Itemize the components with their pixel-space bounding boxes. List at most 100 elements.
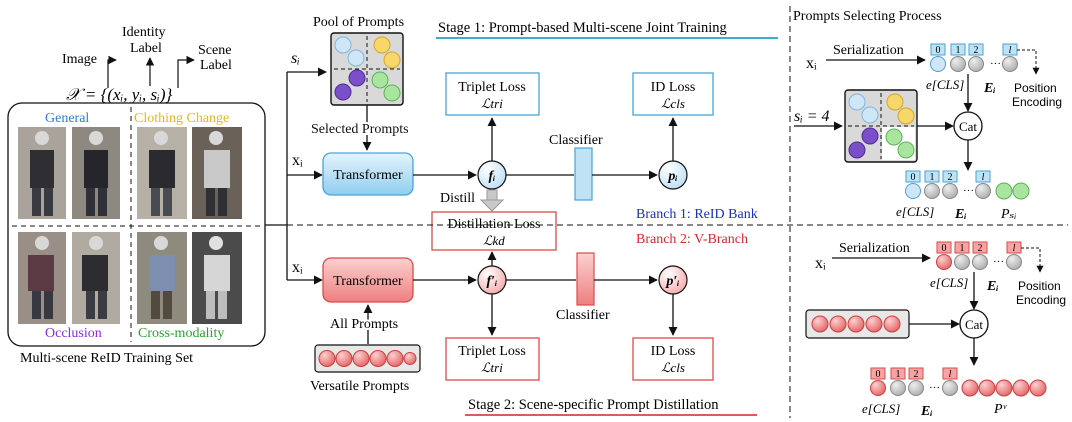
cat-node-2: Cat: [959, 309, 989, 339]
svg-text:ℒcls: ℒcls: [661, 360, 685, 375]
pool-of-prompts: [330, 32, 404, 106]
scene-occlusion: Occlusion: [45, 326, 102, 341]
right-panel-title: Prompts Selecting Process: [793, 9, 942, 24]
svg-text:1: 1: [956, 45, 961, 56]
general-photo-1: [18, 127, 66, 219]
cross-modality-photo-2: [192, 232, 242, 324]
svg-text:1: 1: [960, 243, 965, 254]
encoding-label-2: Encoding: [1016, 293, 1066, 307]
versatile-prompts-right: [805, 309, 910, 339]
id-loss-box-2: ID Loss ℒcls: [632, 337, 714, 381]
position-label-2: Position: [1018, 279, 1061, 293]
distill-label: Distill: [440, 191, 475, 206]
versatile-prompts: [314, 344, 421, 373]
svg-text:2: 2: [978, 243, 983, 254]
svg-text:f′ᵢ: f′ᵢ: [487, 274, 498, 289]
svg-text:Triplet Loss: Triplet Loss: [458, 80, 526, 95]
image-label: Image: [62, 52, 97, 67]
identity-label-line1: Identity: [122, 25, 166, 40]
stage1-title: Stage 1: Prompt-based Multi-scene Joint …: [438, 20, 727, 36]
svg-text:ID Loss: ID Loss: [651, 80, 696, 95]
cross-modality-photo-1: [137, 232, 187, 324]
svg-text:2: 2: [914, 369, 919, 380]
versatile-prompts-label: Versatile Prompts: [310, 379, 409, 394]
P-v-label: Pᵛ: [993, 402, 1008, 417]
svg-text:···: ···: [929, 382, 940, 394]
pool-title: Pool of Prompts: [313, 15, 404, 30]
classifier-1: [574, 147, 593, 201]
scene-label-line1: Scene: [198, 43, 231, 58]
scene-clothing-change: Clothing Change: [134, 111, 229, 126]
feature-node-f: fᵢ: [477, 160, 507, 190]
svg-text:ℒtri: ℒtri: [481, 96, 503, 111]
token-sequence-3: 0 1 2 l ···: [936, 241, 1022, 270]
svg-text:l: l: [1009, 45, 1012, 56]
svg-text:0: 0: [942, 243, 947, 254]
clothing-photo-2: [192, 127, 242, 219]
svg-text:0: 0: [876, 369, 881, 380]
svg-text:···: ···: [993, 256, 1004, 268]
scene-label-line2: Label: [200, 58, 232, 73]
svg-text:···: ···: [990, 58, 1001, 70]
serialization-label-1: Serialization: [833, 43, 904, 58]
svg-text:Triplet Loss: Triplet Loss: [458, 344, 526, 359]
svg-text:fᵢ: fᵢ: [488, 169, 495, 184]
svg-text:ID Loss: ID Loss: [651, 344, 696, 359]
svg-text:0: 0: [936, 45, 941, 56]
svg-text:···: ···: [963, 185, 974, 197]
svg-text:2: 2: [948, 172, 953, 183]
classifier-label-2: Classifier: [556, 308, 610, 323]
E-i-label-1: Eᵢ: [983, 81, 996, 96]
token-sequence-4: 0 1 2 l ···: [870, 367, 1047, 397]
arrow-to-scene: [177, 55, 195, 88]
training-set-caption: Multi-scene ReID Training Set: [20, 351, 193, 366]
clothing-photo-1: [137, 127, 187, 219]
position-encoding-arrow-2: [1021, 247, 1044, 273]
prob-node-pprime: p′ᵢ: [658, 265, 688, 295]
svg-text:1: 1: [896, 369, 901, 380]
x-input-right-1: xᵢ: [806, 55, 817, 72]
svg-text:0: 0: [911, 172, 916, 183]
svg-text:ℒkd: ℒkd: [483, 233, 505, 248]
encoding-label-1: Encoding: [1012, 95, 1062, 109]
occlusion-photo-2: [72, 232, 120, 324]
dataset-formula: 𝒳 = {(xᵢ, yᵢ, sᵢ)}: [66, 85, 172, 104]
svg-text:2: 2: [974, 45, 979, 56]
triplet-loss-box-2: Triplet Loss ℒtri: [445, 337, 540, 381]
svg-text:Transformer: Transformer: [333, 274, 403, 289]
x-input-label-1: xᵢ: [292, 152, 303, 169]
P-si-label: Pₛᵢ: [1000, 207, 1016, 222]
all-prompts-label: All Prompts: [330, 317, 398, 332]
s-eq-label: sᵢ = 4: [794, 108, 830, 125]
svg-text:Distillation Loss: Distillation Loss: [448, 217, 541, 232]
svg-text:Cat: Cat: [959, 119, 977, 134]
arrow-to-image: [107, 55, 117, 88]
selection-pool: [844, 89, 918, 163]
e-cls-label-1: e[CLS]: [926, 77, 964, 92]
E-i-label-3: Eᵢ: [986, 279, 999, 294]
s-input-label: sᵢ: [291, 50, 300, 67]
E-i-label-4: Eᵢ: [920, 404, 933, 419]
svg-text:Cat: Cat: [965, 317, 983, 332]
svg-text:Transformer: Transformer: [333, 168, 403, 183]
E-i-label-2: Eᵢ: [954, 207, 967, 222]
e-cls-label-4: e[CLS]: [862, 401, 900, 416]
distill-arrow: [479, 189, 505, 212]
svg-text:l: l: [1013, 243, 1016, 254]
cat-node-1: Cat: [953, 111, 983, 141]
occlusion-photo-1: [18, 232, 66, 324]
feature-node-fprime: f′ᵢ: [477, 265, 507, 295]
distillation-loss-box: Distillation Loss ℒkd: [431, 211, 557, 251]
svg-text:p′ᵢ: p′ᵢ: [665, 274, 679, 289]
scene-cross-modality: Cross-modality: [138, 326, 224, 341]
classifier-label-1: Classifier: [549, 133, 603, 148]
svg-text:ℒcls: ℒcls: [661, 96, 685, 111]
x-input-label-2: xᵢ: [292, 259, 303, 276]
triplet-loss-box-1: Triplet Loss ℒtri: [445, 72, 540, 116]
x-input-right-2: xᵢ: [815, 255, 826, 272]
svg-text:l: l: [982, 172, 985, 183]
transformer-2: Transformer: [322, 257, 414, 303]
serialization-label-2: Serialization: [839, 241, 910, 256]
id-loss-box-1: ID Loss ℒcls: [632, 72, 714, 116]
